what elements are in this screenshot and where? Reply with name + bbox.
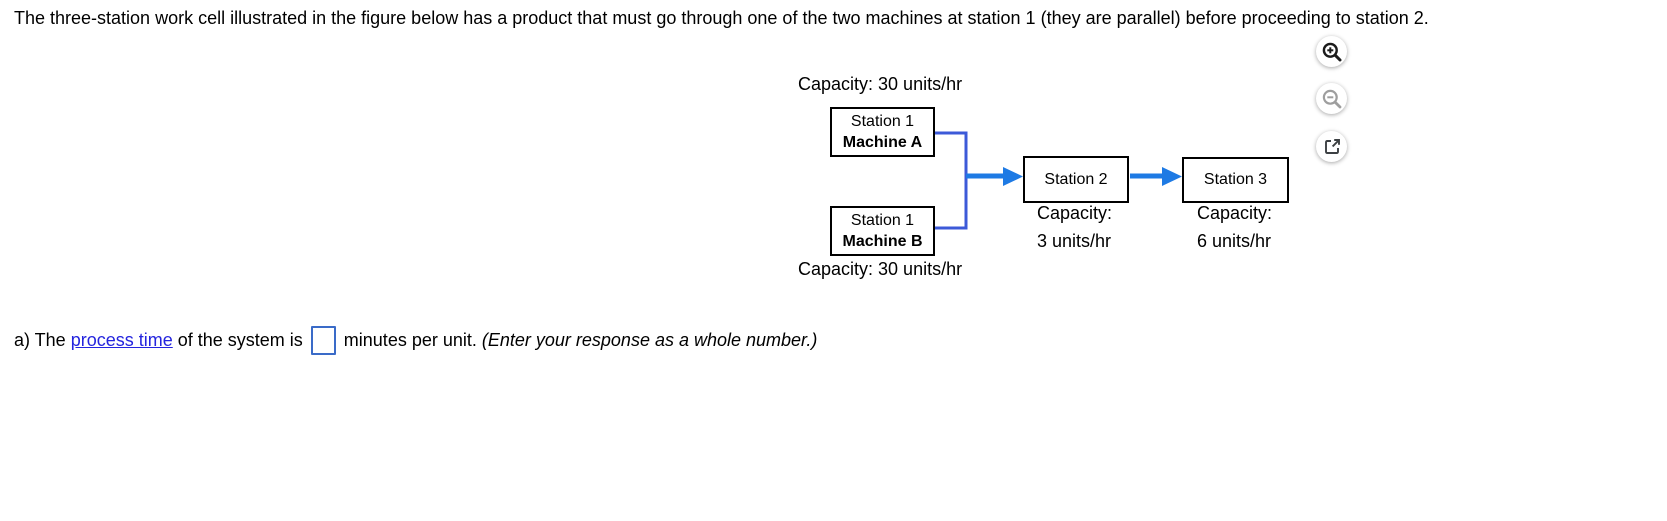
machine-b-capacity-label: Capacity: 30 units/hr xyxy=(798,259,963,279)
station3-capacity-value: 6 units/hr xyxy=(1197,231,1272,251)
machine-a-capacity-label: Capacity: 30 units/hr xyxy=(798,74,963,94)
machine-a-label: Machine A xyxy=(842,134,923,151)
arrow-to-station2-head xyxy=(1003,167,1023,186)
station1-machine-a-box: Station 1 Machine A xyxy=(830,107,935,157)
work-cell-figure: Capacity: 30 units/hr Station 1 Machine … xyxy=(798,74,1289,279)
process-time-link[interactable]: process time xyxy=(70,329,173,350)
station2-box: Station 2 xyxy=(1023,156,1129,203)
station1-label: Station 1 xyxy=(850,113,915,130)
zoom-in-icon xyxy=(1322,42,1341,61)
flow-connectors xyxy=(935,131,1182,230)
question-middle: of the system is xyxy=(177,329,303,350)
question-suffix: minutes per unit. xyxy=(343,329,477,350)
machine-b-label: Machine B xyxy=(842,233,923,250)
station2-label: Station 2 xyxy=(1044,171,1108,188)
zoom-out-icon xyxy=(1322,89,1341,108)
zoom-out-button[interactable] xyxy=(1316,83,1347,114)
zoom-in-button[interactable] xyxy=(1316,36,1347,67)
question-instruction: (Enter your response as a whole number.) xyxy=(481,329,818,350)
station1-label: Station 1 xyxy=(850,212,915,229)
station2-capacity-value: 3 units/hr xyxy=(1037,231,1112,251)
station3-label: Station 3 xyxy=(1203,171,1268,188)
question-prefix: a) The xyxy=(14,329,66,350)
open-in-new-icon xyxy=(1324,138,1340,154)
parallel-merge-connector xyxy=(935,131,968,230)
answer-input[interactable] xyxy=(310,325,336,355)
station1-machine-b-box: Station 1 Machine B xyxy=(830,206,935,256)
problem-statement: The three-station work cell illustrated … xyxy=(14,8,1429,28)
open-in-new-window-button[interactable] xyxy=(1316,131,1347,162)
station3-capacity-label: Capacity: xyxy=(1197,203,1273,223)
station2-capacity-label: Capacity: xyxy=(1037,203,1113,223)
station3-box: Station 3 xyxy=(1182,157,1289,203)
question-part-a: a) The process time of the system is min… xyxy=(14,320,817,360)
arrow-to-station3-head xyxy=(1162,167,1182,186)
